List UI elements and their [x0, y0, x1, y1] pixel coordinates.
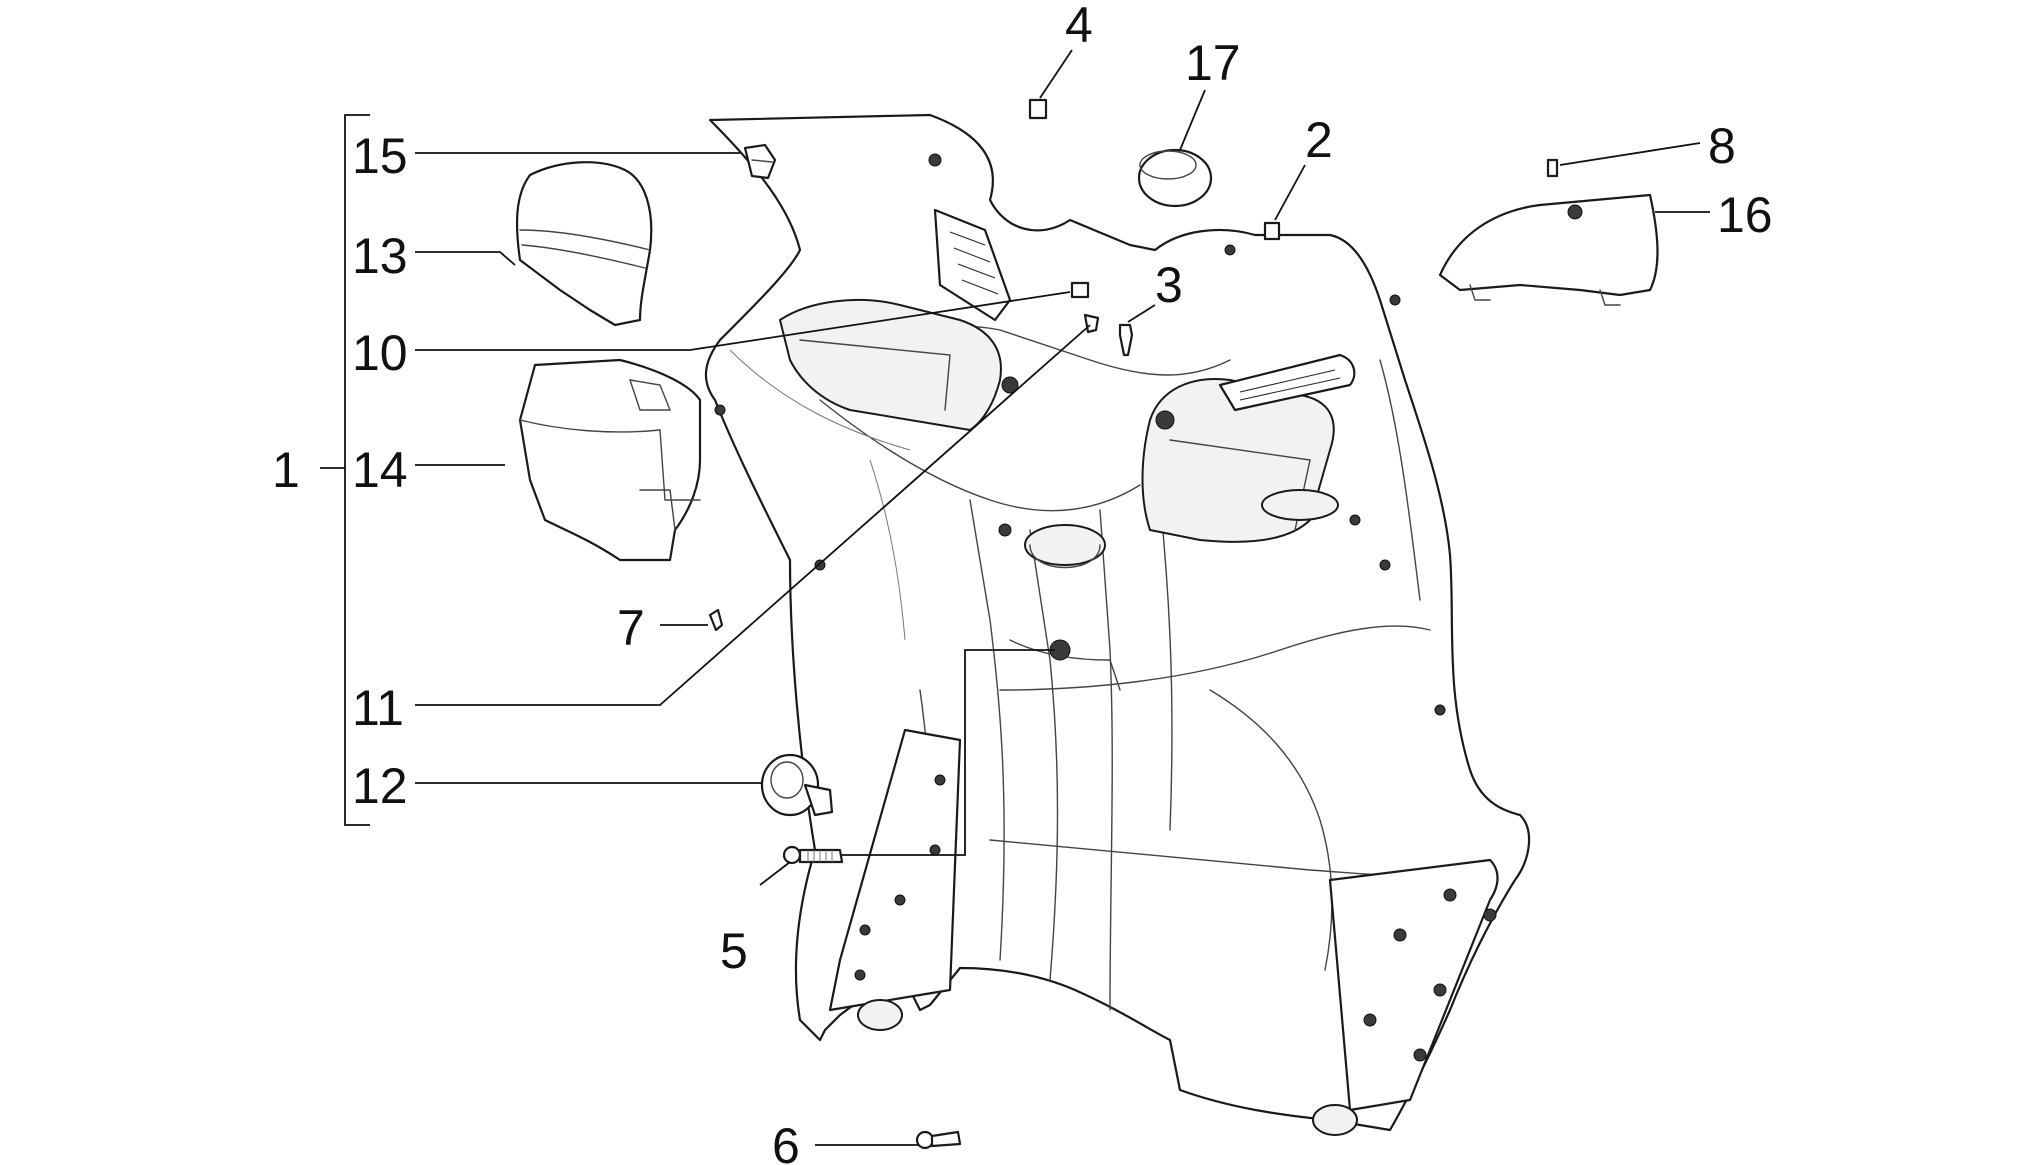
callout-17: 17	[1185, 35, 1241, 91]
callout-7: 7	[617, 600, 645, 656]
part-13-glovebox-lid	[515, 161, 653, 327]
part-4-clip	[1028, 98, 1048, 120]
left-vent-grille	[933, 208, 1012, 322]
part-14-storage-box	[518, 358, 702, 562]
callout-labels: 1 2 3 4 5 6 7 8 10 11 12 13 14 15 16 17	[272, 0, 1773, 1165]
part-6-screw	[915, 1130, 962, 1150]
callout-11: 11	[352, 680, 404, 736]
callout-8: 8	[1708, 118, 1736, 174]
part-7-screw	[708, 608, 724, 632]
part-2-clip	[1263, 221, 1281, 241]
callout-5: 5	[720, 923, 748, 979]
callout-3: 3	[1155, 257, 1183, 313]
callout-2: 2	[1305, 112, 1333, 168]
right-vent-grille	[1218, 353, 1356, 412]
part-10-clip	[1070, 281, 1090, 299]
part-3-screw	[1118, 323, 1134, 357]
leader-lines	[320, 49, 1710, 1146]
callout-12: 12	[352, 758, 408, 814]
part-16-side-cover	[1438, 193, 1659, 306]
part-8-screw	[1546, 158, 1559, 178]
part-5-screw	[782, 845, 844, 865]
callout-13: 13	[352, 228, 408, 284]
callout-1: 1	[272, 442, 300, 498]
callout-16: 16	[1717, 187, 1773, 243]
callout-6: 6	[772, 1118, 800, 1165]
callout-15: 15	[352, 128, 408, 184]
callout-4: 4	[1065, 0, 1093, 53]
part-17-cap	[1137, 148, 1213, 208]
callout-14: 14	[352, 442, 408, 498]
part-12-key-lock-bezel	[760, 753, 834, 817]
leg-shield-panel	[704, 113, 1531, 1136]
part-15-clip	[743, 143, 777, 180]
callout-10: 10	[352, 325, 408, 381]
part-11-screw	[1083, 313, 1100, 334]
